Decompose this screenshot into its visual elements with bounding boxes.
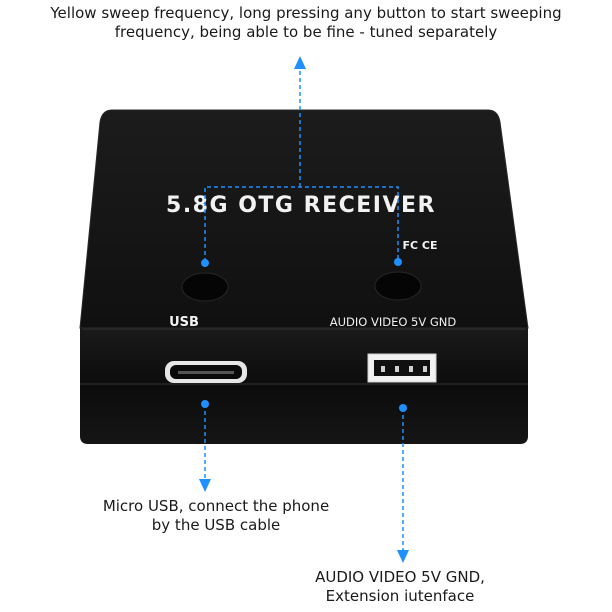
usb-annotation-line1: Micro USB, connect the phone xyxy=(102,497,330,515)
left-button[interactable] xyxy=(181,272,229,302)
usb-label: USB xyxy=(169,315,199,330)
top-arrow-icon xyxy=(294,56,306,69)
top-annotation-line2: frequency, being able to be fine - tuned… xyxy=(114,23,498,41)
top-callout-connector xyxy=(204,186,399,262)
device-title: 5.8G OTG RECEIVER xyxy=(166,193,436,218)
port-label: AUDIO VIDEO 5V GND xyxy=(330,315,457,329)
micro-usb-port[interactable] xyxy=(165,361,247,383)
usb-arrow-down-icon xyxy=(199,479,211,492)
port-annotation-line1: AUDIO VIDEO 5V GND, xyxy=(315,568,485,586)
top-annotation: Yellow sweep frequency, long pressing an… xyxy=(0,4,612,42)
usb-dot-icon xyxy=(201,400,209,408)
usb-annotation: Micro USB, connect the phone by the USB … xyxy=(86,497,346,535)
cert-marks: FC CE xyxy=(402,239,437,252)
right-button[interactable] xyxy=(374,271,422,301)
port-annotation-line2: Extension iutenface xyxy=(325,587,475,605)
port-arrow-down-icon xyxy=(397,550,409,563)
audio-video-connector[interactable] xyxy=(367,353,437,383)
right-button-dot-icon xyxy=(394,258,402,266)
device-front-face xyxy=(80,328,528,444)
top-annotation-line1: Yellow sweep frequency, long pressing an… xyxy=(50,4,562,22)
port-annotation: AUDIO VIDEO 5V GND, Extension iutenface xyxy=(280,568,520,606)
annotation-lines xyxy=(204,70,404,550)
device-top-face xyxy=(79,109,529,329)
receiver-device: 5.8G OTG RECEIVER FC CE USB AUDIO VIDEO … xyxy=(79,109,529,444)
annotation-markers xyxy=(199,56,409,563)
usb-annotation-line2: by the USB cable xyxy=(151,516,281,534)
left-button-dot-icon xyxy=(201,259,209,267)
port-dot-icon xyxy=(399,404,407,412)
